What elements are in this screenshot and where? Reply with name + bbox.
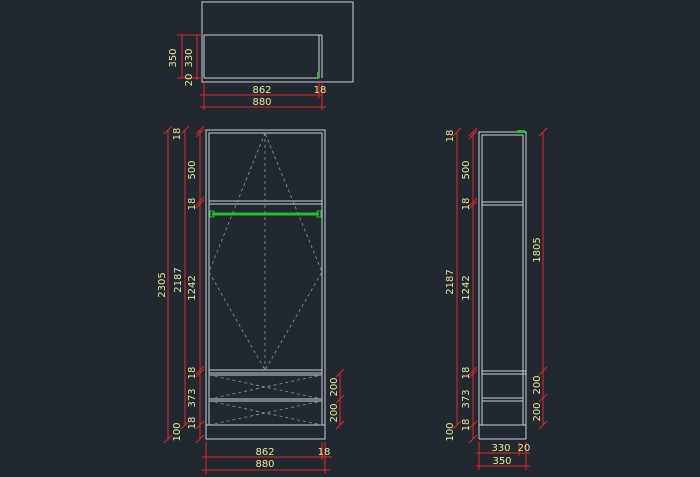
front-dim-1242: 1242 — [187, 275, 198, 300]
front-dim-2187: 2187 — [173, 267, 184, 292]
side-dim-18-lower: 18 — [461, 367, 472, 380]
front-dim-18-base: 18 — [187, 417, 198, 430]
side-dim-350: 350 — [492, 456, 511, 467]
side-dim-1805: 1805 — [532, 237, 543, 262]
front-dim-880: 880 — [255, 459, 274, 470]
side-dim-500: 500 — [461, 160, 472, 179]
front-drawer-lower — [208, 400, 323, 426]
drawer-swing-lines — [208, 412, 323, 426]
front-drawer-ticks — [335, 368, 345, 430]
door-swing-lines — [208, 132, 323, 371]
side-cabinet-outer — [478, 131, 527, 426]
side-dim-18-top: 18 — [445, 130, 456, 143]
side-rail-mark — [517, 130, 525, 133]
front-dim-2305: 2305 — [157, 272, 168, 297]
side-dim-100: 100 — [445, 422, 456, 441]
plan-dim-20: 20 — [184, 74, 195, 87]
side-dim-20: 20 — [518, 443, 531, 454]
side-cabinet-inner — [481, 134, 524, 426]
side-dim-200-lower: 200 — [532, 402, 543, 421]
plan-dim-18: 18 — [314, 85, 327, 96]
side-right-ticks — [538, 127, 548, 430]
front-dim-100: 100 — [172, 422, 183, 441]
side-view: 18 500 18 1242 18 373 18 100 2187 1805 2… — [445, 127, 548, 470]
front-drawer-upper — [208, 374, 323, 400]
side-tick-marks — [452, 127, 478, 444]
front-cabinet-outer — [205, 129, 326, 440]
front-dim-18-top: 18 — [172, 128, 183, 141]
front-dim-200-upper: 200 — [329, 377, 340, 396]
drawer-swing-lines — [208, 386, 323, 400]
front-dim-500: 500 — [187, 160, 198, 179]
plan-dim-330: 330 — [184, 48, 195, 67]
plan-cabinet-outline — [203, 34, 320, 79]
plan-dim-880: 880 — [252, 97, 271, 108]
front-dim-200-lower: 200 — [329, 403, 340, 422]
rail-bracket — [316, 210, 322, 218]
front-dim-18-lower: 18 — [187, 367, 198, 380]
front-tick-marks — [163, 125, 205, 444]
front-dim-18-shelf: 18 — [187, 198, 198, 211]
side-dim-18-shelf: 18 — [461, 198, 472, 211]
drawer-swing-lines — [208, 400, 323, 414]
front-cabinet-inner — [208, 132, 323, 426]
side-dim-18-base: 18 — [461, 419, 472, 432]
side-dim-1242: 1242 — [461, 275, 472, 300]
front-dim-18-bottom: 18 — [318, 447, 331, 458]
plan-dim-350: 350 — [168, 48, 179, 67]
plan-outer-frame — [201, 1, 354, 83]
plan-dim-862: 862 — [252, 85, 271, 96]
front-view: 18 500 18 1242 18 373 18 100 2187 2305 2… — [157, 125, 345, 474]
side-dim-373: 373 — [461, 389, 472, 408]
front-dim-862: 862 — [255, 447, 274, 458]
side-dim-330: 330 — [491, 443, 510, 454]
front-dim-373: 373 — [187, 388, 198, 407]
side-dim-200-upper: 200 — [532, 375, 543, 394]
side-dim-2187: 2187 — [445, 269, 456, 294]
rail-bracket — [209, 210, 215, 218]
plan-view: 350 330 20 862 18 880 — [168, 1, 354, 110]
drawer-swing-lines — [208, 374, 323, 388]
